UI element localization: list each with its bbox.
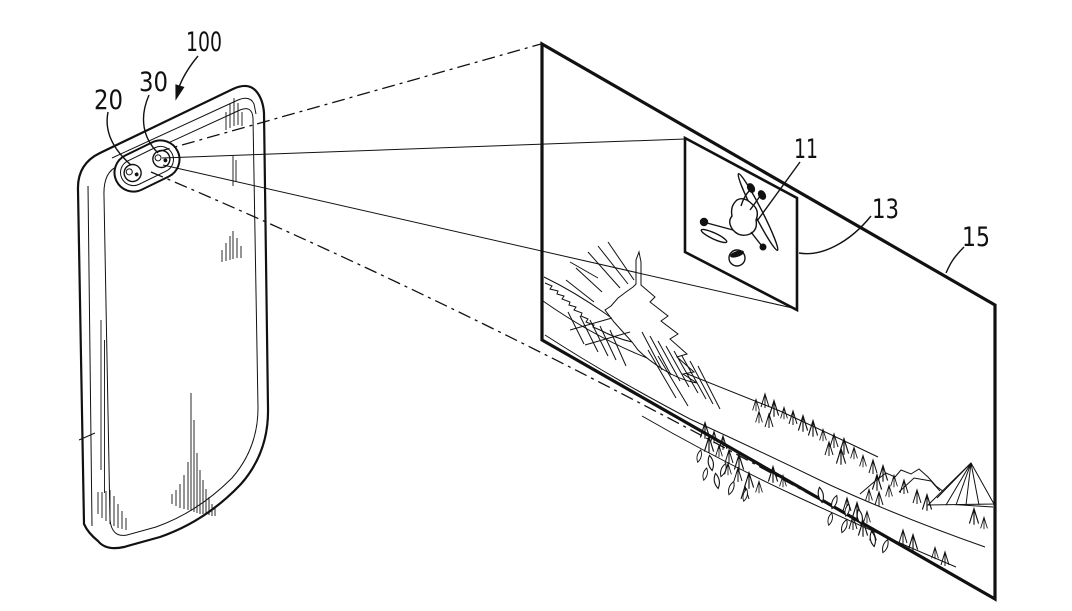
rocky-crest xyxy=(544,282,633,343)
label-11: 11 xyxy=(794,134,818,165)
bush-mark xyxy=(706,454,716,472)
phone-labels: 20 30 100 xyxy=(94,27,222,166)
fov-dashdot-upper xyxy=(156,43,542,153)
label-30-leader xyxy=(142,94,159,154)
phone-side-edge-line xyxy=(87,185,93,527)
bush-mark xyxy=(868,530,878,548)
projection-lines xyxy=(150,43,995,600)
bush-mark xyxy=(880,538,891,554)
slope-line-lower xyxy=(641,415,957,568)
skier-hand-right xyxy=(759,243,767,251)
bush-mark xyxy=(839,518,850,534)
phone-top-chamfer-line xyxy=(111,97,257,159)
label-100-leader xyxy=(177,55,199,91)
sunburst-rays xyxy=(565,241,635,303)
smartphone xyxy=(76,84,270,550)
scene-panel xyxy=(540,41,997,602)
skier-arm-left xyxy=(706,222,734,231)
camera-module xyxy=(113,139,181,193)
label-11-leader xyxy=(756,161,801,222)
landscape-sketch xyxy=(542,241,995,568)
label-20-leader xyxy=(106,111,132,166)
label-100: 100 xyxy=(186,27,222,58)
bush-mark xyxy=(701,467,710,482)
skier-boot-1 xyxy=(746,183,756,193)
tree-mark xyxy=(715,444,723,458)
sunburst-shape xyxy=(604,250,698,384)
fov-dashdot-lower xyxy=(150,171,995,600)
mountain-block xyxy=(898,477,941,493)
zoom-projection-lower xyxy=(162,164,798,310)
bush-mark xyxy=(726,480,737,496)
slope-line-mid xyxy=(544,334,986,548)
label-13: 13 xyxy=(872,194,899,225)
camera-lens-20-highlight xyxy=(125,168,133,176)
bush-mark xyxy=(695,449,704,464)
label-100-arrowhead xyxy=(175,84,185,101)
ski-board-small xyxy=(700,228,728,244)
label-13-leader xyxy=(798,215,872,255)
phone-outline xyxy=(76,84,270,550)
camera-module-housing xyxy=(113,139,181,193)
phone-seam-line xyxy=(78,432,96,441)
slope-line-upper xyxy=(542,300,879,458)
label-15-leader xyxy=(945,246,965,274)
camera-lens-30-highlight xyxy=(154,154,162,162)
skier-goggles xyxy=(730,250,744,258)
mountain-range xyxy=(859,462,995,506)
tree-mark xyxy=(733,467,743,483)
camera-lens-20 xyxy=(123,163,142,183)
camera-module-inner-contour xyxy=(120,145,174,187)
mountain-peak-ridges xyxy=(936,462,980,506)
scree-hatching-left xyxy=(567,311,631,367)
skier-torso xyxy=(729,197,759,237)
bush-mark xyxy=(712,472,722,490)
label-15: 15 xyxy=(962,222,990,253)
camera-lens-30-dot xyxy=(163,158,168,163)
tree-mark xyxy=(755,480,763,494)
skier-boot-2 xyxy=(757,190,767,200)
bush-mark xyxy=(826,512,835,527)
scree-hatching-right xyxy=(641,331,721,410)
label-30: 30 xyxy=(139,67,168,98)
label-20: 20 xyxy=(94,85,123,116)
phone-reflection-hatching xyxy=(97,98,243,530)
camera-lens-20-dot xyxy=(134,172,139,177)
scene-labels: 11 13 15 xyxy=(756,134,990,274)
zoom-projection-upper xyxy=(161,138,686,159)
skier-figure xyxy=(699,172,779,267)
bush-mark xyxy=(741,488,750,503)
skier-mitten-left xyxy=(699,217,709,227)
bush-mark xyxy=(718,462,729,478)
